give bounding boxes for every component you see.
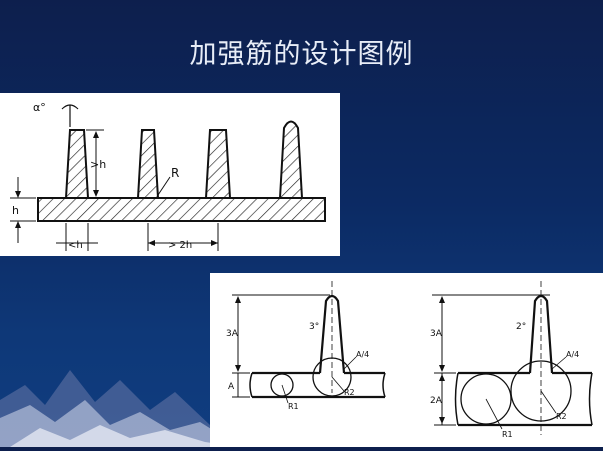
radius-label: R	[171, 166, 179, 180]
rib-1	[64, 129, 90, 199]
rib-section-drawing: α° >h h R <h	[10, 101, 326, 251]
left-angle-label: 3°	[309, 322, 319, 332]
right-fillet-label: A/4	[566, 350, 579, 359]
rib-variants-drawing: 3A 3° A R1 R2 A/4	[226, 281, 593, 439]
left-fillet-label: A/4	[356, 350, 369, 359]
rib-variant-right: 3A 2° 2A R1 R2	[430, 281, 593, 439]
right-angle-label: 2°	[516, 322, 526, 332]
angle-label: α°	[33, 101, 46, 114]
rib-width-label: <h	[68, 240, 83, 251]
right-thickness-label: 2A	[430, 396, 443, 406]
left-thickness-label: A	[228, 382, 235, 392]
slide-title: 加强筋的设计图例	[189, 39, 414, 70]
left-r1-label: R1	[288, 402, 299, 411]
left-height-label: 3A	[226, 329, 239, 339]
base-plate	[37, 197, 326, 222]
left-r2-label: R2	[344, 388, 355, 397]
rib-design-diagram-top: α° >h h R <h	[0, 93, 340, 256]
right-r2-label: R2	[556, 412, 567, 421]
base-thickness-label: h	[12, 204, 19, 217]
rib-design-diagram-bottom: 3A 3° A R1 R2 A/4	[210, 273, 603, 447]
rib-4	[278, 120, 304, 199]
mountain-decoration	[0, 370, 240, 447]
rib-height-label: >h	[90, 158, 106, 171]
right-height-label: 3A	[430, 329, 443, 339]
right-r1-label: R1	[502, 430, 513, 439]
rib-spacing-label: > 2h	[168, 240, 192, 251]
rib-variant-left: 3A 3° A R1 R2 A/4	[226, 281, 386, 411]
rib-3	[204, 129, 232, 199]
rib-2	[136, 129, 160, 199]
